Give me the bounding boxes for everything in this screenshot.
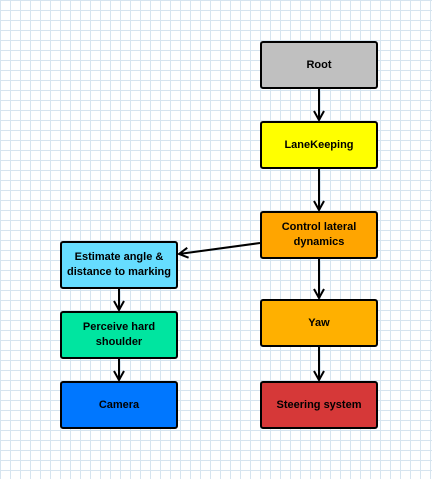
node-camera[interactable]: Camera xyxy=(60,381,178,429)
node-steering-system[interactable]: Steering system xyxy=(260,381,378,429)
node-estimate-angle-distance[interactable]: Estimate angle & distance to marking xyxy=(60,241,178,289)
node-lanekeeping[interactable]: LaneKeeping xyxy=(260,121,378,169)
node-perceive-hard-shoulder[interactable]: Perceive hard shoulder xyxy=(60,311,178,359)
node-root[interactable]: Root xyxy=(260,41,378,89)
edge-control_lateral-to-estimate_angle xyxy=(179,242,261,254)
node-yaw[interactable]: Yaw xyxy=(260,299,378,347)
node-control-lateral-dynamics[interactable]: Control lateral dynamics xyxy=(260,211,378,259)
